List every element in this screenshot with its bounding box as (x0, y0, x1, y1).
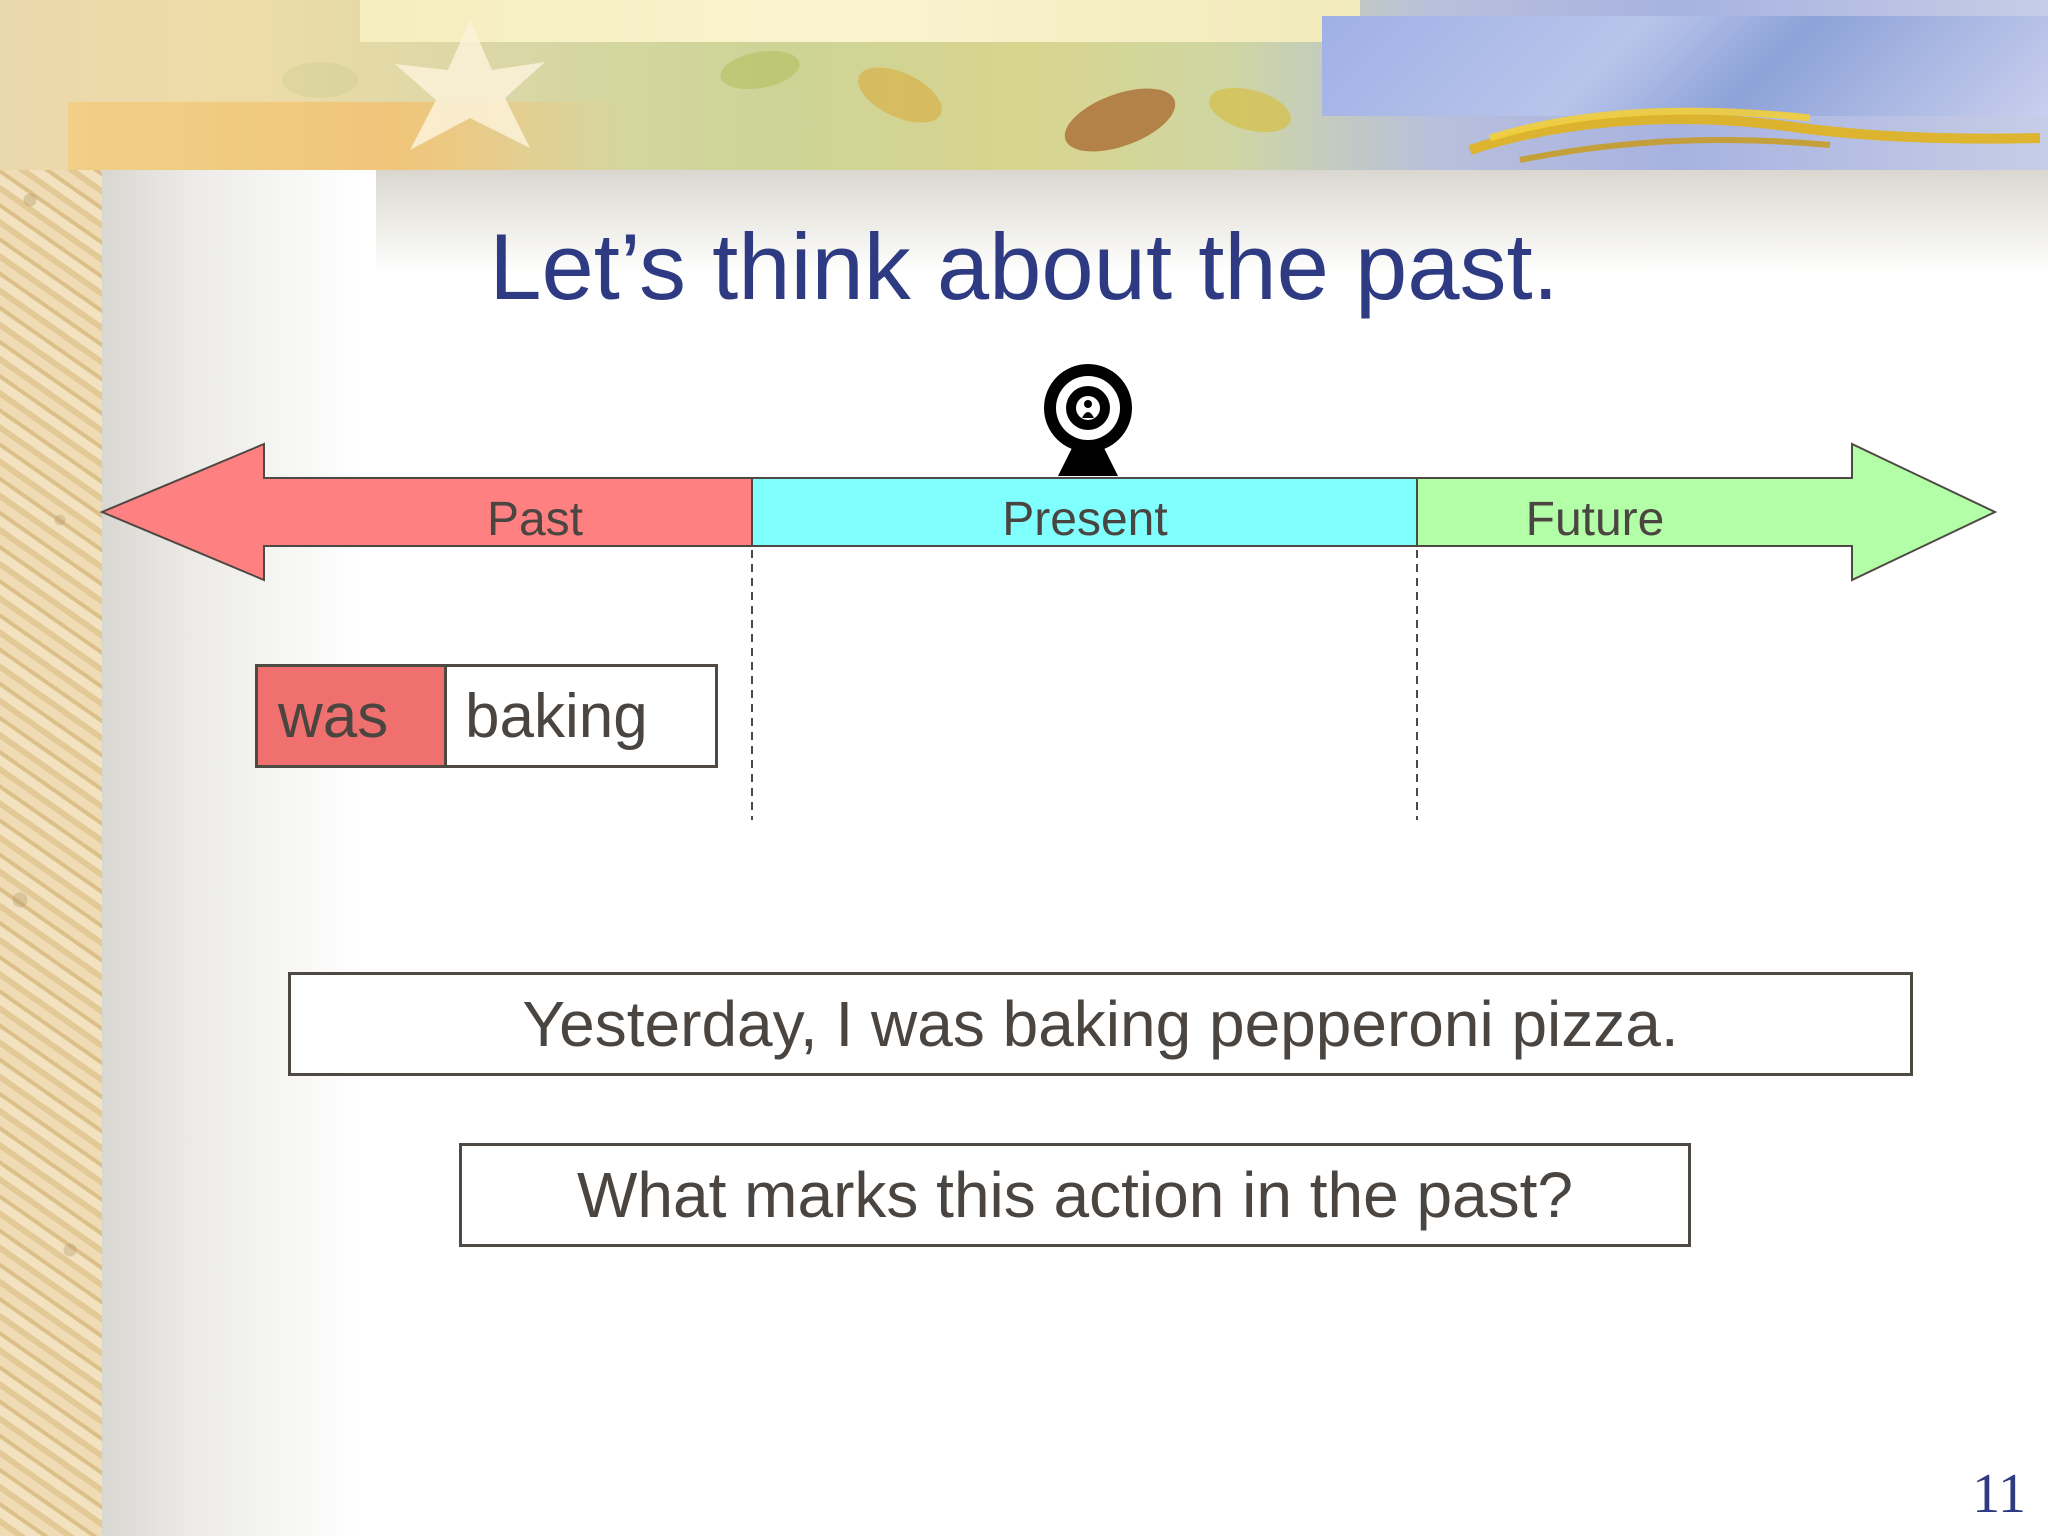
participle-box: baking (444, 664, 718, 768)
past-label: Past (486, 493, 584, 546)
banner-shadow (376, 170, 2048, 274)
participle-word: baking (465, 681, 648, 751)
future-label: Future (1525, 493, 1665, 546)
example-sentence: Yesterday, I was baking pepperoni pizza. (522, 988, 1679, 1060)
example-sentence-box: Yesterday, I was baking pepperoni pizza. (288, 972, 1913, 1076)
auxiliary-word: was (278, 681, 389, 751)
target-person-icon (1044, 364, 1132, 476)
side-shadow (102, 170, 362, 1536)
slide-title: Let’s think about the past. (489, 214, 1559, 319)
banner-leaves-art (282, 20, 2041, 163)
timeline (99, 364, 1998, 820)
present-bar (751, 477, 1418, 547)
auxiliary-box: was (255, 664, 447, 768)
past-arrow (99, 442, 753, 582)
banner-accent (68, 102, 628, 170)
banner-highlight (360, 0, 1360, 42)
question-text: What marks this action in the past? (577, 1159, 1573, 1231)
banner-flowers (1322, 16, 2048, 116)
future-arrow (1416, 442, 1998, 582)
parchment-border (0, 0, 102, 1536)
page-number: 11 (1972, 1463, 2026, 1525)
question-box: What marks this action in the past? (459, 1143, 1691, 1247)
present-label: Present (1002, 493, 1168, 546)
